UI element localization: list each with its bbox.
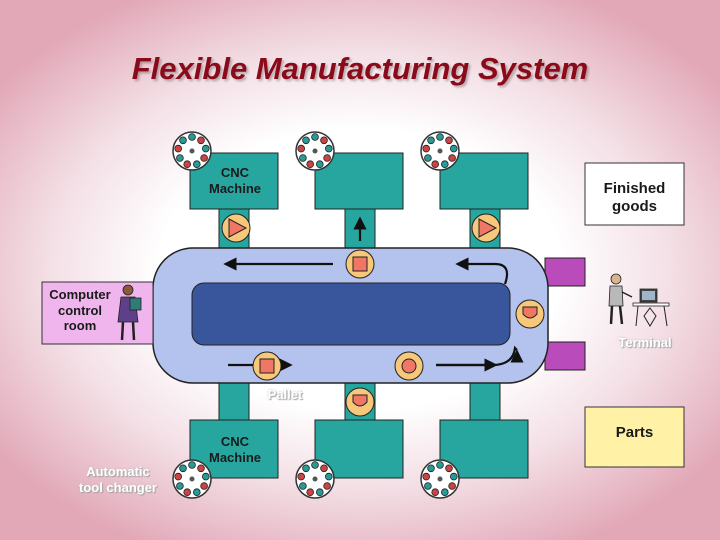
parts-box	[584, 406, 685, 468]
load-station-icon	[221, 213, 251, 243]
pallet-label: Pallet	[267, 387, 303, 402]
pallet-icon	[252, 351, 282, 381]
finished-goods-label: Finished goods	[603, 180, 666, 215]
pallet-icon	[345, 387, 375, 417]
conveyor-center	[191, 282, 511, 346]
person-icon	[608, 273, 633, 325]
tool-carousel-icon	[295, 131, 335, 171]
tool-carousel-icon	[420, 131, 460, 171]
terminal-station-lower	[544, 341, 586, 371]
page-title: Flexible Manufacturing System	[131, 51, 589, 86]
tool-carousel-icon	[295, 459, 335, 499]
flow-arrow-curve-top	[455, 257, 509, 285]
load-station-icon	[471, 213, 501, 243]
finished-goods-box	[584, 162, 685, 226]
computer-control-room-label: Computer control room	[49, 287, 111, 334]
parts-label: Parts	[615, 424, 654, 441]
tool-carousel-icon	[172, 459, 212, 499]
tool-carousel-icon	[420, 459, 460, 499]
computer-terminal-icon	[632, 288, 670, 327]
cnc-machine-bottom-label: CNC Machine	[208, 434, 261, 465]
machine-connector	[218, 377, 250, 425]
machine-connector	[469, 377, 501, 425]
terminal-label: Terminal	[618, 335, 672, 350]
terminal-station-upper	[544, 257, 586, 287]
person-icon	[117, 284, 142, 341]
automatic-tool-changer-label: Automatic tool changer	[78, 464, 157, 495]
pallet-icon	[345, 249, 375, 279]
pallet-icon	[394, 351, 424, 381]
cnc-machine-top-label: CNC Machine	[208, 165, 261, 196]
pallet-icon	[515, 299, 545, 329]
